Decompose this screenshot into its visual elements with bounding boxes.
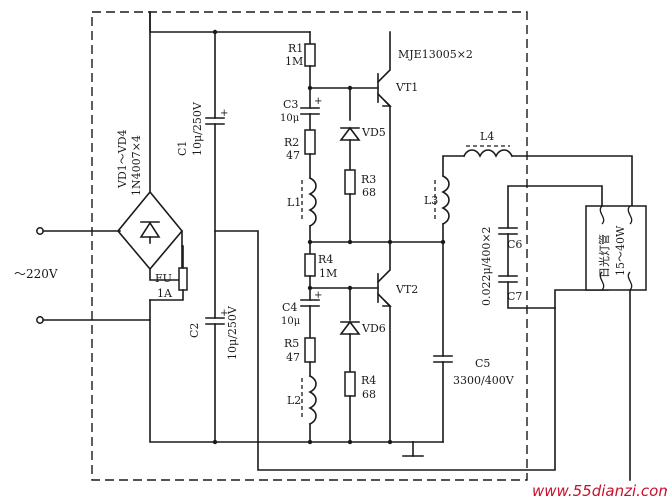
label-c67-value: 0.022μ/400×2 bbox=[480, 226, 493, 306]
label-l2: L2 bbox=[287, 394, 301, 407]
diode-vd5 bbox=[339, 126, 361, 171]
label-lamp-value: 15～40W bbox=[614, 225, 627, 276]
label-r1-value: 1M bbox=[285, 55, 303, 68]
inductor-l2 bbox=[301, 374, 317, 443]
label-vd5: VD5 bbox=[361, 126, 386, 139]
label-c5-value: 3300/400V bbox=[453, 374, 515, 387]
label-c3: C3 bbox=[283, 98, 298, 111]
label-lamp: 日光灯管 bbox=[597, 234, 611, 278]
fluorescent-lamp bbox=[507, 185, 647, 481]
capacitor-c1 bbox=[205, 31, 225, 319]
label-c5: C5 bbox=[475, 357, 490, 370]
label-vt2: VT2 bbox=[395, 283, 418, 296]
plus-c2: + bbox=[220, 308, 228, 319]
capacitor-c3 bbox=[300, 87, 320, 131]
label-c1: C1 bbox=[176, 141, 189, 156]
label-r3: R3 bbox=[361, 173, 376, 186]
label-bridge: VD1～VD4 bbox=[116, 129, 129, 189]
label-r4-upper-value: 1M bbox=[319, 267, 337, 280]
capacitor-c7 bbox=[498, 275, 556, 309]
transistor-vt2 bbox=[349, 241, 392, 443]
label-r2: R2 bbox=[284, 136, 299, 149]
label-fu: FU bbox=[155, 272, 172, 285]
capacitor-c2 bbox=[205, 317, 225, 443]
resistor-r2 bbox=[304, 129, 316, 179]
label-c2-value: 10μ/250V bbox=[226, 305, 239, 360]
label-l4: L4 bbox=[480, 130, 494, 143]
label-c3-value: 10μ bbox=[280, 113, 300, 124]
resistor-r3 bbox=[344, 169, 356, 243]
label-c6: C6 bbox=[507, 238, 522, 251]
ground-symbol bbox=[402, 441, 444, 457]
label-r4-value: 68 bbox=[362, 388, 376, 401]
label-vd6: VD6 bbox=[361, 322, 386, 335]
capacitor-c5 bbox=[433, 241, 453, 443]
label-l3: L3 bbox=[424, 194, 438, 207]
resistor-r5 bbox=[304, 337, 316, 377]
resistor-r4-upper bbox=[304, 241, 316, 289]
inductor-l3 bbox=[434, 155, 465, 243]
enclosure-boundary bbox=[91, 11, 528, 481]
label-transistor-type: MJE13005×2 bbox=[398, 48, 473, 61]
label-r2-value: 47 bbox=[286, 149, 300, 162]
label-r5-value: 47 bbox=[286, 351, 300, 364]
fuse-fu bbox=[149, 245, 188, 301]
watermark: www.55dianzi.com bbox=[532, 482, 667, 500]
resistor-r4 bbox=[344, 371, 356, 443]
label-r5: R5 bbox=[284, 337, 299, 350]
label-c1-value: 10μ/250V bbox=[191, 101, 204, 156]
label-r1: R1 bbox=[288, 42, 303, 55]
label-r4: R4 bbox=[361, 374, 376, 387]
label-c7: C7 bbox=[507, 290, 522, 303]
plus-c4: + bbox=[314, 290, 322, 301]
label-fu-value: 1A bbox=[157, 287, 173, 300]
label-ac-input: ～220V bbox=[14, 267, 58, 281]
transistor-vt1 bbox=[349, 31, 392, 243]
label-r4-upper: R4 bbox=[318, 253, 333, 266]
label-l1: L1 bbox=[287, 196, 301, 209]
label-c4-value: 10μ bbox=[281, 316, 301, 327]
plus-c3: + bbox=[314, 96, 322, 107]
label-c2: C2 bbox=[188, 323, 201, 338]
label-vt1: VT1 bbox=[395, 81, 418, 94]
label-r3-value: 68 bbox=[362, 186, 376, 199]
capacitor-c6 bbox=[498, 227, 518, 277]
capacitor-c4 bbox=[300, 287, 320, 339]
inductor-l1 bbox=[301, 176, 317, 243]
diode-vd6 bbox=[339, 320, 361, 373]
plus-c1: + bbox=[220, 108, 228, 119]
label-c4: C4 bbox=[282, 301, 297, 314]
resistor-r1 bbox=[304, 31, 316, 89]
inductor-l4 bbox=[462, 145, 633, 207]
label-bridge-type: 1N4007×4 bbox=[130, 135, 143, 196]
